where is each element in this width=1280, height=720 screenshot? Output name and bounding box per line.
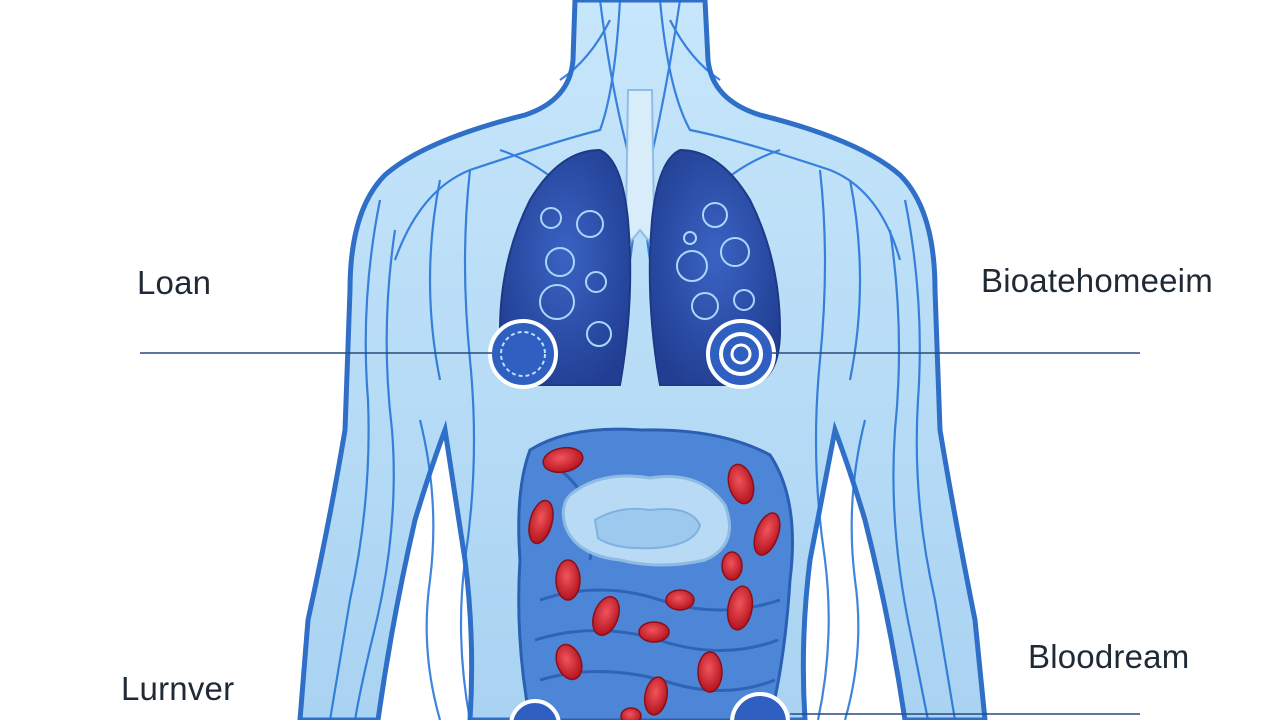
body-silhouette bbox=[297, 0, 988, 720]
microbe-cluster bbox=[539, 202, 755, 347]
callout-bottom-left bbox=[509, 699, 561, 720]
callout-bottom-right bbox=[730, 692, 790, 720]
lung-callout-right bbox=[706, 319, 776, 389]
lung-callout-left bbox=[488, 319, 558, 389]
blood-cells bbox=[528, 446, 781, 720]
label-lurnver: Lurnver bbox=[121, 670, 235, 707]
label-bioatehomeeim: Bioatehomeeim bbox=[981, 262, 1213, 299]
label-loan: Loan bbox=[137, 264, 212, 301]
liver bbox=[593, 507, 702, 550]
vessel-network bbox=[328, 0, 957, 720]
label-bloodream: Bloodream bbox=[1028, 638, 1190, 675]
